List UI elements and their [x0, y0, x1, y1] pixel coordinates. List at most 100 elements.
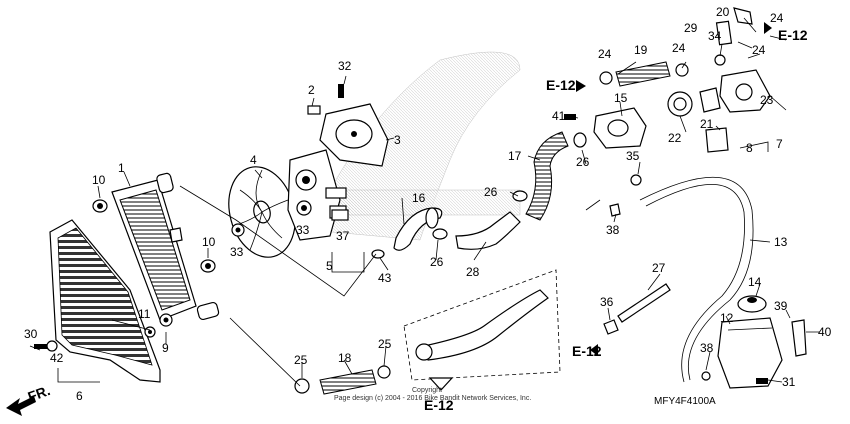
callout-labels: 1 2 3 4 5 6 7 8 9 10 10 11 12 13 14 15 1… — [24, 5, 832, 403]
nut-33-lower[interactable] — [231, 223, 245, 237]
hose-17[interactable] — [525, 131, 569, 221]
clamp-26-c[interactable] — [573, 132, 587, 148]
callout-8: 8 — [746, 141, 753, 155]
callout-35: 35 — [626, 149, 640, 163]
callout-7: 7 — [776, 137, 783, 151]
bolt-31[interactable] — [756, 378, 768, 384]
callout-15: 15 — [614, 91, 628, 105]
diagram-code: MFY4F4100A — [654, 396, 716, 407]
callout-5: 5 — [326, 259, 333, 273]
clamp-26-a[interactable] — [432, 228, 448, 240]
ref-e12-top-right: E-12 — [778, 27, 808, 43]
hose-16[interactable] — [393, 207, 443, 251]
callout-31: 31 — [782, 375, 796, 389]
bolt-41[interactable] — [564, 114, 576, 120]
bolt-9[interactable] — [159, 313, 173, 327]
ref-e12-bottom: E-12 — [424, 397, 454, 413]
clamp-36[interactable] — [603, 319, 619, 335]
callout-38-a: 38 — [606, 223, 620, 237]
callout-41: 41 — [552, 109, 566, 123]
copyright-line-1: Copyright — [412, 387, 442, 394]
cap-8[interactable] — [705, 127, 729, 153]
callout-22: 22 — [668, 131, 682, 145]
callout-32: 32 — [338, 59, 352, 73]
bolt-11[interactable] — [144, 326, 156, 338]
nut-33-upper[interactable] — [296, 200, 312, 216]
fan-shroud[interactable] — [319, 103, 389, 167]
callout-21: 21 — [700, 117, 714, 131]
inset-pipe[interactable] — [403, 269, 561, 381]
collar-10-upper[interactable] — [92, 199, 108, 213]
ref-arrow-group — [428, 22, 772, 391]
fan-motor[interactable] — [287, 149, 347, 241]
callout-23: 23 — [760, 93, 774, 107]
radiator-grille-cover[interactable] — [49, 219, 161, 383]
callout-20: 20 — [716, 5, 730, 19]
leader-lines — [29, 17, 820, 387]
siphon-tube-13[interactable] — [639, 176, 754, 383]
hose-40[interactable] — [791, 319, 807, 357]
hose-19[interactable] — [615, 61, 671, 87]
pipe-28[interactable] — [455, 211, 521, 250]
callout-3: 3 — [394, 133, 401, 147]
callout-43: 43 — [378, 271, 392, 285]
callout-25-b: 25 — [378, 337, 392, 351]
callout-26-c: 26 — [576, 155, 590, 169]
callout-40: 40 — [818, 325, 832, 339]
thermostat[interactable] — [667, 87, 721, 117]
callout-24-a: 24 — [598, 47, 612, 61]
clamp-35[interactable] — [630, 174, 642, 186]
callout-27: 27 — [652, 261, 666, 275]
copyright-line-2: Page design (c) 2004 - 2016 Bike Bandit … — [334, 395, 531, 402]
callout-4: 4 — [250, 153, 257, 167]
radiator[interactable] — [111, 172, 220, 321]
tank-cap-14[interactable] — [737, 295, 767, 313]
clamp-25-b[interactable] — [377, 365, 391, 379]
front-label: FR. — [26, 382, 53, 405]
clamp-43[interactable] — [371, 249, 385, 259]
callout-34: 34 — [708, 29, 722, 43]
collar-10-lower[interactable] — [200, 259, 216, 273]
reference-labels: E-12 E-12 E-12 E-12 — [424, 27, 808, 413]
callout-12: 12 — [720, 311, 734, 325]
overflow-tube-27[interactable] — [617, 283, 671, 323]
clamp-26-b[interactable] — [512, 190, 528, 202]
callout-1: 1 — [118, 161, 125, 175]
callout-26-b: 26 — [484, 185, 498, 199]
callout-6: 6 — [76, 389, 83, 403]
front-direction-arrow: FR. — [6, 382, 52, 416]
callout-10-upper: 10 — [92, 173, 106, 187]
callout-14: 14 — [748, 275, 762, 289]
callout-26-a: 26 — [430, 255, 444, 269]
reserve-tank[interactable] — [717, 317, 783, 389]
clamp-24-b[interactable] — [675, 63, 689, 77]
callout-11: 11 — [138, 307, 151, 321]
callout-33-lower: 33 — [230, 245, 244, 259]
callout-2: 2 — [308, 83, 315, 97]
callout-24-b: 24 — [672, 41, 686, 55]
bolt-30-42[interactable] — [34, 340, 58, 352]
clamp-37[interactable] — [331, 209, 349, 221]
clip-38-a[interactable] — [609, 203, 621, 217]
callout-13: 13 — [774, 235, 788, 249]
hose-20[interactable] — [733, 7, 753, 25]
callout-9: 9 — [162, 341, 169, 355]
callout-42: 42 — [50, 351, 64, 365]
thermostat-cover[interactable] — [719, 69, 771, 113]
callout-18: 18 — [338, 351, 352, 365]
o-ring-34[interactable] — [714, 54, 726, 66]
temp-sensor-29[interactable] — [715, 20, 733, 46]
thermostat-housing[interactable] — [593, 107, 647, 149]
callout-19: 19 — [634, 43, 648, 57]
bolt-32[interactable] — [338, 84, 344, 98]
clamp-25-a[interactable] — [294, 378, 310, 394]
clamp-24-a[interactable] — [599, 71, 613, 85]
callout-39: 39 — [774, 299, 788, 313]
callout-36: 36 — [600, 295, 614, 309]
ref-e12-left: E-12 — [546, 77, 576, 93]
bolt-2[interactable] — [307, 105, 321, 115]
clip-38-b[interactable] — [701, 371, 711, 381]
hose-18[interactable] — [319, 369, 377, 395]
callout-29: 29 — [684, 21, 698, 35]
